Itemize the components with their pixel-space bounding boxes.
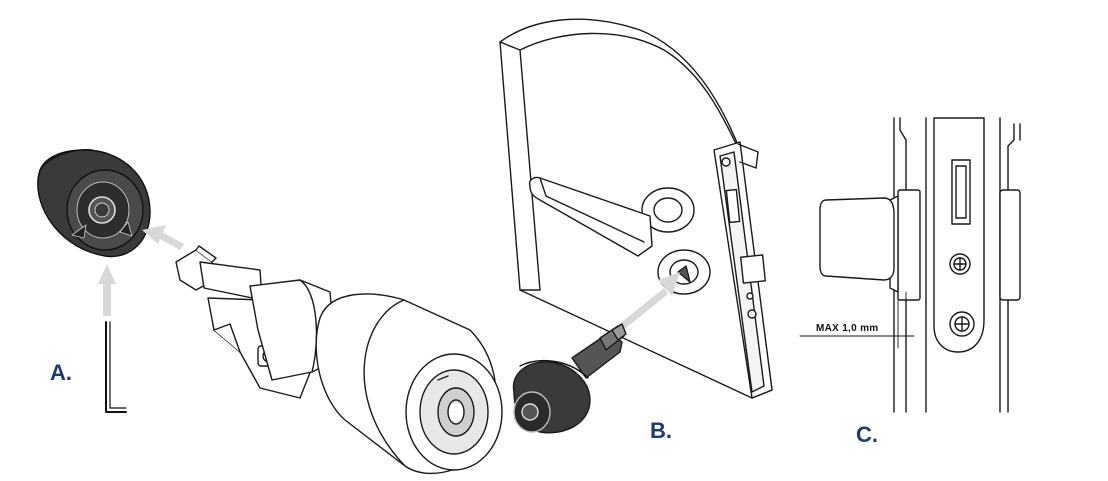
arrow-diagonal-icon <box>142 225 184 250</box>
screw-icon <box>949 253 971 275</box>
max-gap-label: MAX 1,0 mm <box>816 323 879 334</box>
hex-key <box>105 321 127 413</box>
panel-b-drawing <box>499 18 773 434</box>
knob-side-view <box>819 189 921 301</box>
panel-label-a: A. <box>50 360 72 385</box>
panel-label-b: B. <box>650 418 672 443</box>
latch-slot <box>951 159 971 225</box>
arrow-insert-icon <box>612 272 680 336</box>
dimension-line <box>799 291 915 349</box>
panel-c-drawing <box>799 117 1021 413</box>
panel-label-c: C. <box>856 422 878 447</box>
lock-faceplate <box>933 117 985 353</box>
knob-with-cylinder <box>512 323 627 434</box>
screw-icon-2 <box>949 311 975 337</box>
knob-cap <box>37 149 151 258</box>
arrow-up-icon <box>98 264 116 316</box>
lock-cylinder <box>175 245 503 475</box>
door-handle <box>528 176 695 257</box>
panel-a-drawing <box>37 149 503 475</box>
